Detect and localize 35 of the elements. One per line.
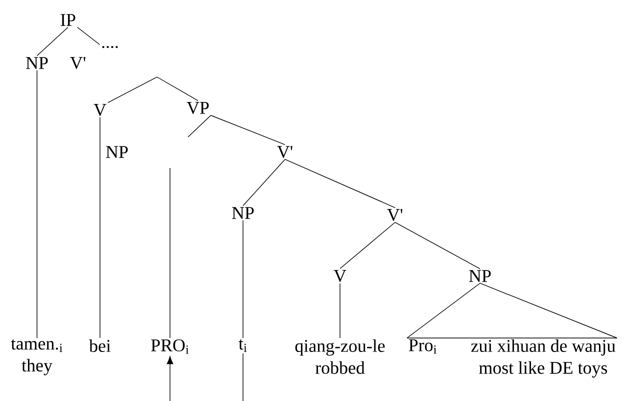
terminal-word: zui xihuan de wanju most like DE toys	[471, 339, 616, 378]
category-label: V	[334, 270, 346, 282]
terminal-word: qiang-zou-le robbed	[295, 339, 385, 374]
tree-branch	[242, 159, 286, 206]
arrow	[166, 356, 174, 401]
tree-branch	[36, 70, 38, 338]
ellipsis-text: ....	[102, 46, 118, 48]
terminal-word: tamen.$_{i}$ they	[11, 339, 62, 376]
category-label: IP	[60, 14, 76, 26]
terminal-word: t$_{i}$	[238, 339, 247, 352]
category-label: V	[94, 104, 106, 116]
tree-branch	[188, 115, 212, 138]
tree-branch	[36, 26, 68, 56]
tree-branch	[107, 76, 158, 103]
tree-branch	[242, 220, 244, 338]
category-label: V'	[387, 209, 402, 221]
category-label: NP	[469, 270, 491, 282]
tree-branch	[480, 282, 618, 338]
category-label: NP	[232, 207, 254, 219]
category-label: VP	[186, 102, 209, 114]
tree-branch	[284, 159, 396, 208]
tree-branch	[394, 222, 480, 270]
terminal-word: PRO$_{i}$	[151, 339, 189, 354]
category-label: NP	[26, 57, 48, 69]
category-label: V'	[277, 146, 292, 158]
terminal-word: Pro$_{i}$	[408, 339, 437, 354]
category-label: NP	[106, 146, 128, 158]
tree-branch	[76, 26, 100, 45]
tree-branch	[242, 353, 244, 401]
terminal-word: bei	[89, 339, 111, 352]
category-label: V'	[70, 57, 86, 69]
tree-branch	[340, 222, 396, 269]
tree-branch	[156, 76, 198, 101]
tree-branch	[210, 115, 286, 145]
tree-branch	[406, 282, 480, 338]
